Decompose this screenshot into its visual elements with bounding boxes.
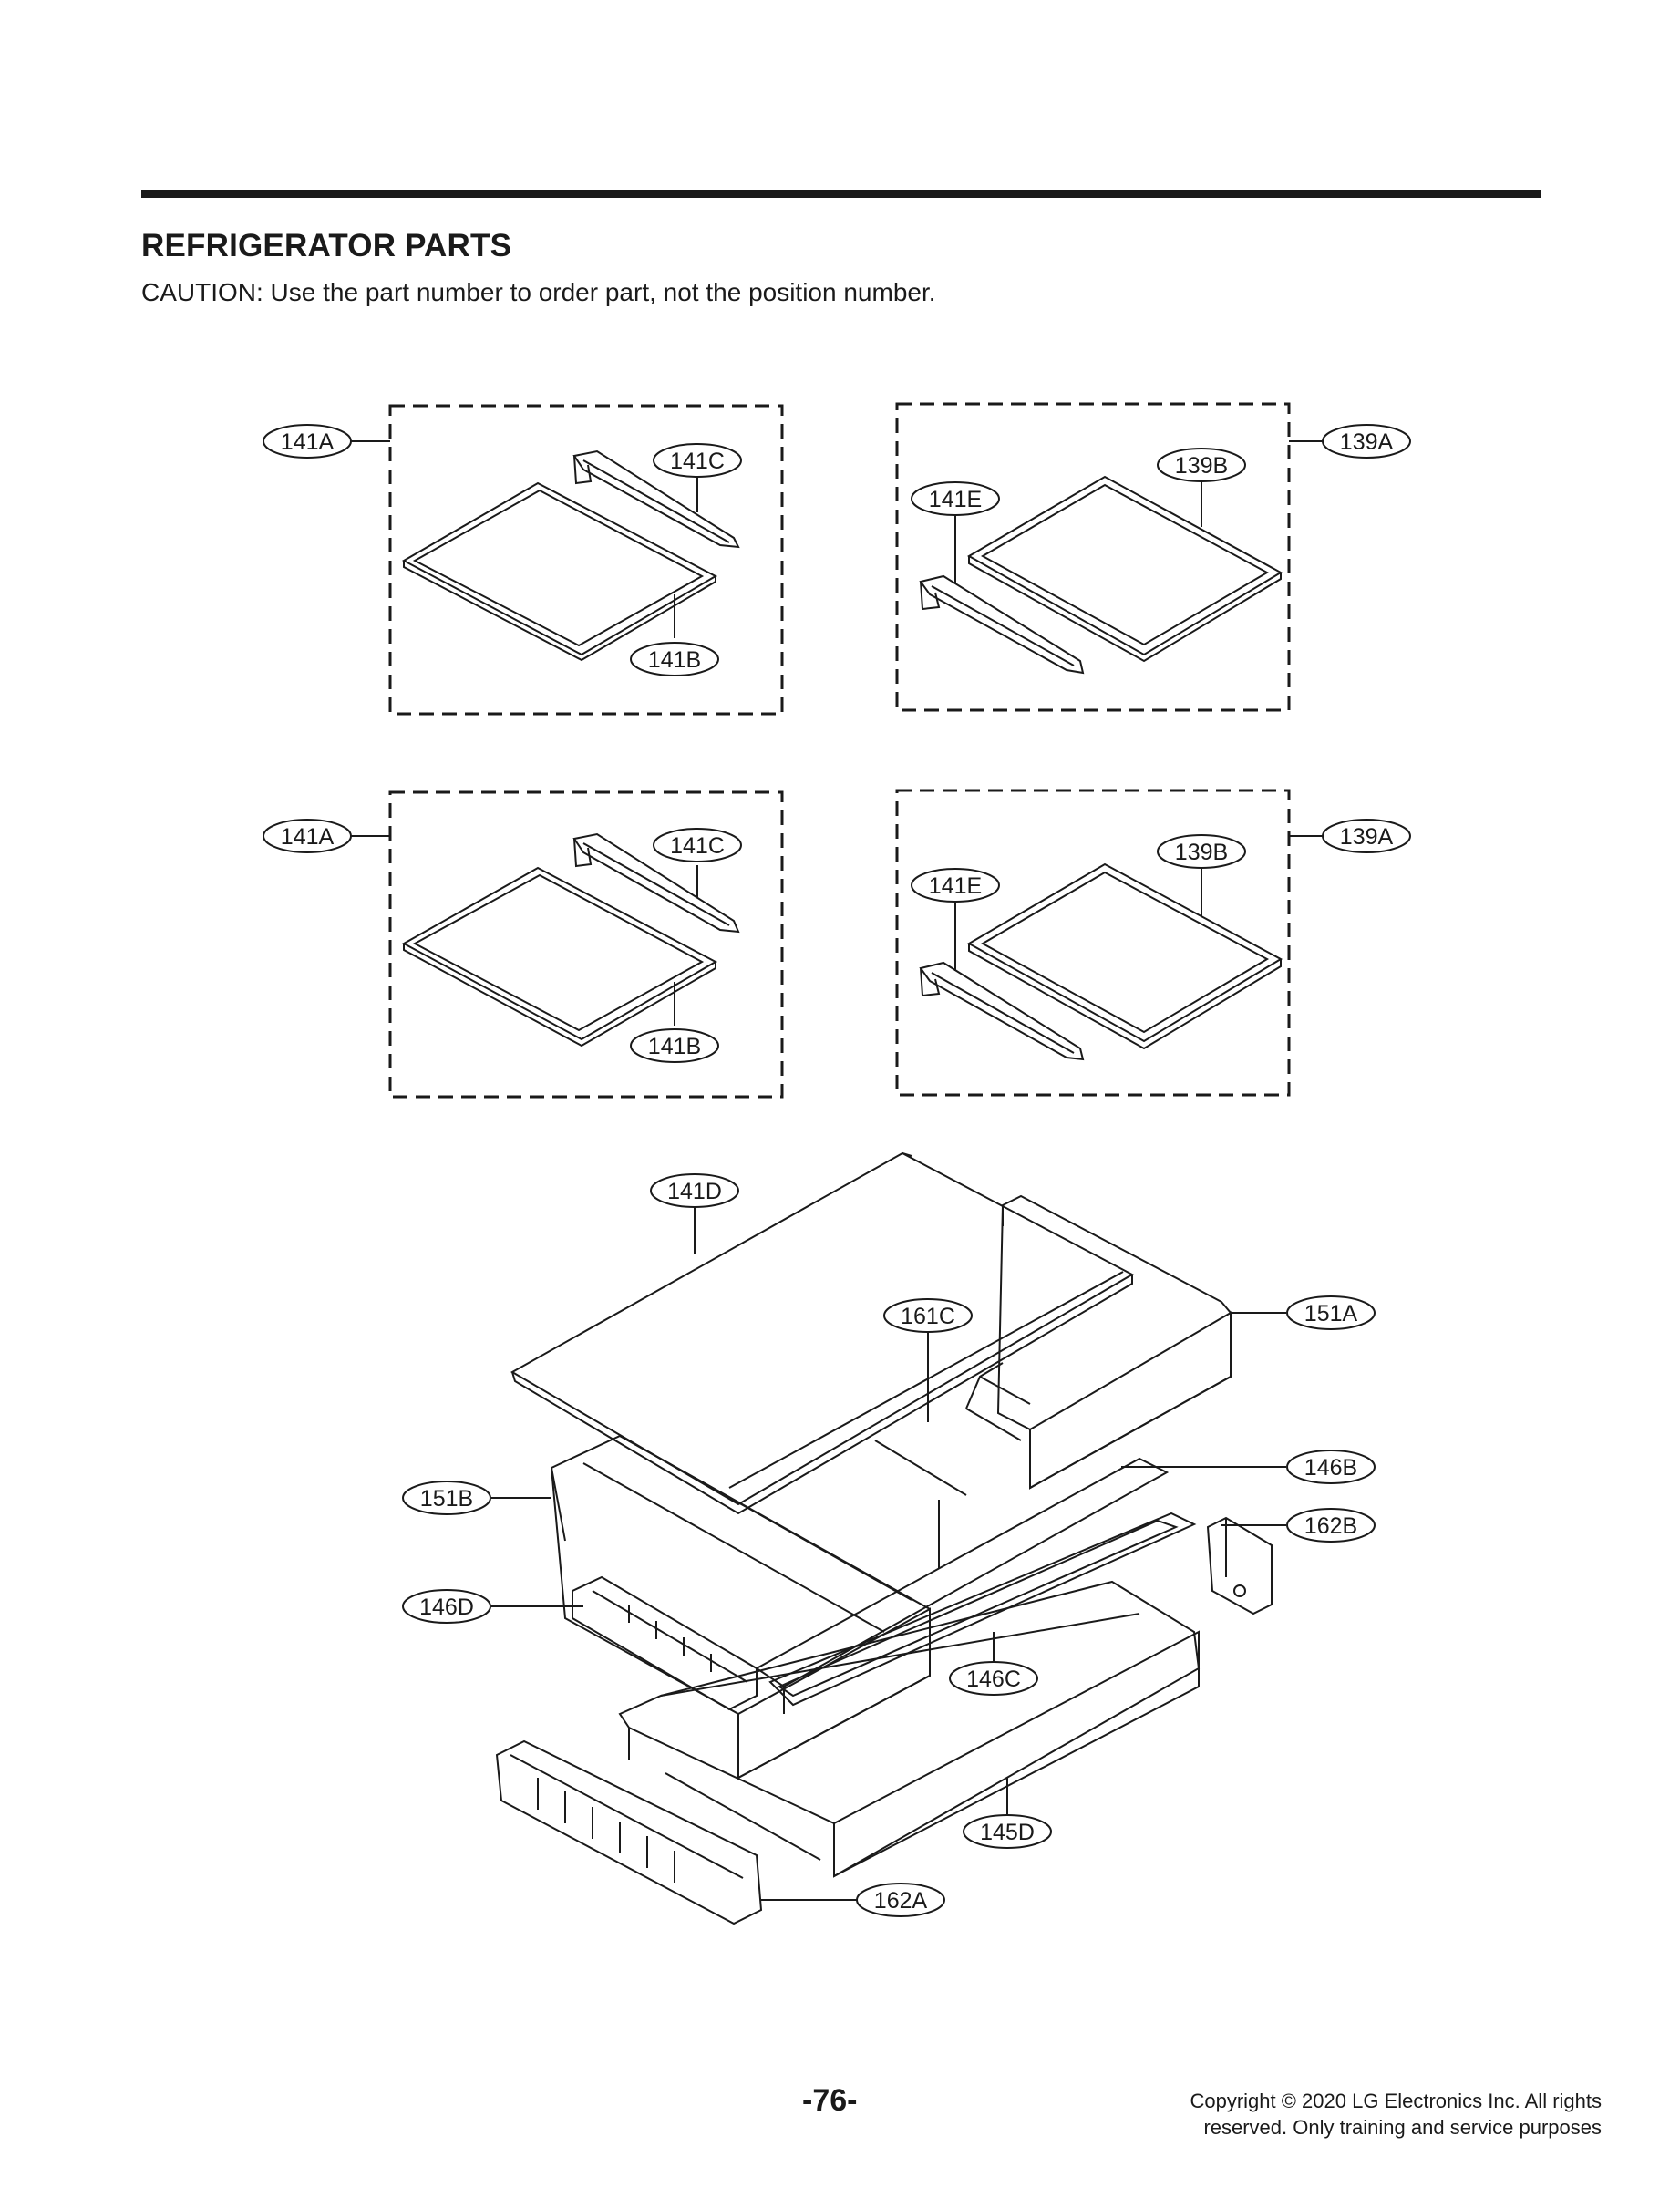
callout-bubble (911, 868, 1000, 903)
callout-151a: 151A (1304, 1301, 1358, 1326)
dashed-group-box (388, 404, 784, 716)
dashed-group-box (895, 789, 1291, 1097)
callout-bubble (263, 424, 352, 459)
copyright-line: reserved. Only training and service purp… (1203, 2116, 1602, 2139)
callout-162a: 162A (874, 1888, 928, 1914)
callout-141c: 141C (670, 449, 725, 474)
callout-bubble (1286, 1295, 1376, 1330)
callout-141e: 141E (929, 487, 982, 512)
glass-shelf-illustration (401, 866, 718, 1048)
callout-bubble (630, 642, 719, 676)
callout-162b: 162B (1304, 1513, 1357, 1539)
callout-141b: 141B (648, 647, 701, 673)
right-crisper-drawer-illustration (965, 1194, 1232, 1490)
callout-146c: 146C (966, 1667, 1021, 1692)
copyright-notice: Copyright © 2020 LG Electronics Inc. All… (1190, 2088, 1602, 2141)
callout-141c: 141C (670, 833, 725, 859)
callout-bubble (883, 1298, 973, 1333)
glass-shelf-illustration (966, 475, 1283, 663)
glass-shelf-illustration (966, 862, 1283, 1050)
callout-bubble (653, 443, 742, 478)
callout-bubble (963, 1814, 1052, 1849)
callout-141d: 141D (667, 1179, 722, 1204)
callout-bubble (1286, 1508, 1376, 1543)
callout-bubble (1322, 424, 1411, 459)
glass-shelf-illustration (401, 481, 718, 662)
callout-141b: 141B (648, 1034, 701, 1059)
callout-151b: 151B (420, 1486, 473, 1512)
bottom-drawer-illustration (618, 1580, 1201, 1878)
callout-141a: 141A (281, 824, 335, 850)
page-number: -76- (802, 2083, 858, 2118)
copyright-line: Copyright © 2020 LG Electronics Inc. All… (1190, 2090, 1602, 2112)
shelf-bracket-illustration (572, 832, 740, 934)
callout-139b: 139B (1175, 840, 1228, 865)
crisper-cover-illustration (510, 1151, 1135, 1515)
callout-bubble (402, 1481, 491, 1515)
callout-141a: 141A (281, 429, 335, 455)
page-title: REFRIGERATOR PARTS (141, 228, 512, 263)
callout-bubble (653, 828, 742, 862)
motor-bracket-illustration (1206, 1516, 1273, 1615)
left-crisper-drawer-illustration (550, 1434, 931, 1780)
callout-bubble (263, 819, 352, 853)
shelf-bracket-illustration (919, 574, 1085, 675)
dashed-group-box (895, 402, 1291, 712)
caution-note: CAUTION: Use the part number to order pa… (141, 278, 936, 306)
drawer-rail-illustration (572, 1575, 758, 1711)
tray-illustration (768, 1512, 1197, 1707)
callout-bubble (650, 1173, 739, 1208)
callout-139b: 139B (1175, 453, 1228, 479)
callout-161c: 161C (901, 1304, 955, 1329)
callout-bubble (1286, 1450, 1376, 1484)
callout-bubble (1157, 834, 1246, 869)
callout-bubble (402, 1589, 491, 1624)
drawer-frame-bracket-illustration (495, 1739, 763, 1925)
callout-bubble (630, 1028, 719, 1063)
shelf-bracket-illustration (919, 961, 1085, 1061)
callout-bubble (856, 1883, 945, 1917)
callout-146d: 146D (419, 1595, 474, 1620)
callout-146b: 146B (1304, 1455, 1357, 1481)
callout-141e: 141E (929, 873, 982, 899)
callout-145d: 145D (980, 1820, 1035, 1845)
callout-139a: 139A (1340, 429, 1394, 455)
header-rule (141, 190, 1541, 198)
callout-bubble (911, 481, 1000, 516)
callout-139a: 139A (1340, 824, 1394, 850)
callout-bubble (949, 1661, 1038, 1696)
callout-bubble (1322, 819, 1411, 853)
dashed-group-box (388, 790, 784, 1099)
callout-bubble (1157, 448, 1246, 482)
shelf-bracket-illustration (572, 449, 740, 549)
